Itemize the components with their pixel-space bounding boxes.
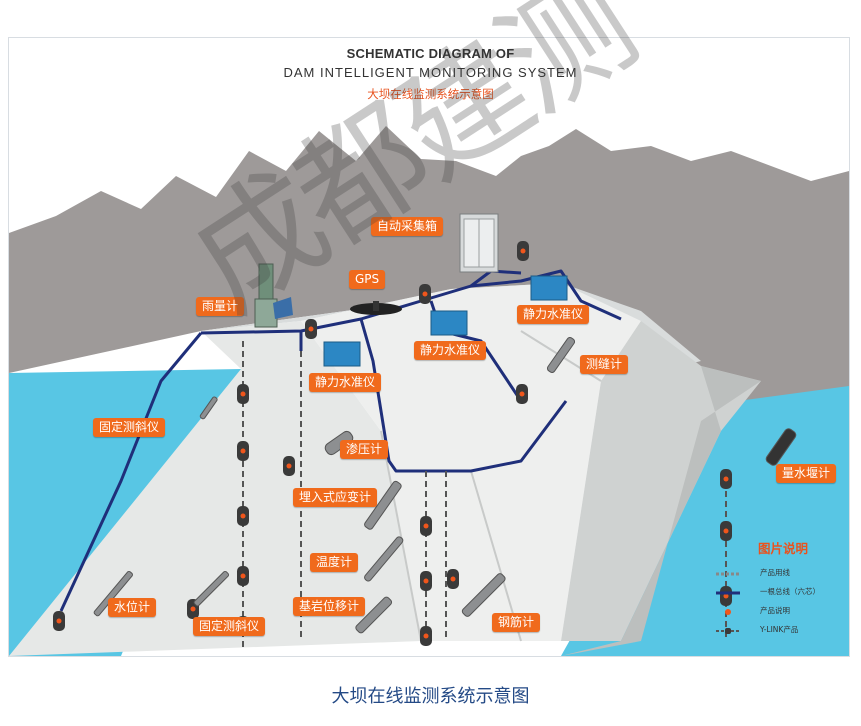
bus-line-icon (716, 591, 740, 595)
legend-item-product-line: 产品用线 (714, 565, 834, 584)
label-static-level-1: 静力水准仪 (517, 305, 590, 324)
legend-item-label: 一根总线（六芯） (760, 587, 820, 596)
label-embedded-strain-gauge: 埋入式应变计 (293, 488, 378, 507)
label-auto-collector: 自动采集箱 (371, 217, 444, 236)
label-piezometer: 渗压计 (340, 440, 389, 459)
legend-item-label: Y-LINK产品 (760, 625, 799, 634)
legend-item-product-desc: 产品说明 (714, 603, 834, 622)
gps-antenna (350, 301, 402, 315)
static-level-gauges (323, 275, 568, 367)
dam-body-left (9, 321, 421, 656)
label-fixed-inclinometer-2: 固定测斜仪 (193, 617, 266, 636)
auto-collector-cabinet (459, 213, 499, 273)
label-static-level-2: 静力水准仪 (414, 341, 487, 360)
legend-item-label: 产品说明 (760, 606, 790, 615)
dam-body-right-face (561, 321, 761, 641)
dam-groove-2 (470, 470, 522, 642)
label-water-level-meter: 水位计 (108, 598, 157, 617)
label-rain-gauge: 雨量计 (196, 297, 245, 316)
dam-body-middle (301, 283, 641, 641)
legend-item-bus-line: 一根总线（六芯） (714, 584, 834, 603)
legend-item-y-link: Y-LINK产品 (714, 622, 834, 641)
title-zh: 大坝在线监测系统示意图 (367, 87, 494, 101)
caption: 大坝在线监测系统示意图 (331, 686, 530, 707)
label-weir-flow-meter: 量水堰计 (776, 464, 837, 483)
label-bedrock-displacement: 基岩位移计 (293, 597, 366, 616)
label-thermometer: 温度计 (310, 553, 359, 572)
y-link-node-icon (716, 628, 740, 634)
label-fixed-inclinometer-1: 固定测斜仪 (93, 418, 166, 437)
title-en-line1: SCHEMATIC DIAGRAM OF (346, 46, 515, 61)
legend: 图片说明 产品用线 一根总线（六芯） 产品说明 Y-LINK产品 (714, 538, 834, 641)
label-gps: GPS (349, 270, 386, 289)
label-crack-meter: 测缝计 (580, 355, 629, 374)
title-en-line2: DAM INTELLIGENT MONITORING SYSTEM (283, 65, 578, 80)
orange-dot-icon (725, 609, 731, 615)
label-rebar-meter: 钢筋计 (492, 613, 541, 632)
dam-downstream-face (561, 366, 761, 656)
dashed-line-icon (716, 572, 740, 576)
label-static-level-3: 静力水准仪 (309, 373, 382, 392)
rain-gauge (254, 263, 293, 328)
legend-item-label: 产品用线 (760, 568, 790, 577)
dam-groove-1 (380, 430, 422, 642)
legend-title: 图片说明 (758, 541, 809, 556)
y-link-nodes (53, 241, 732, 646)
